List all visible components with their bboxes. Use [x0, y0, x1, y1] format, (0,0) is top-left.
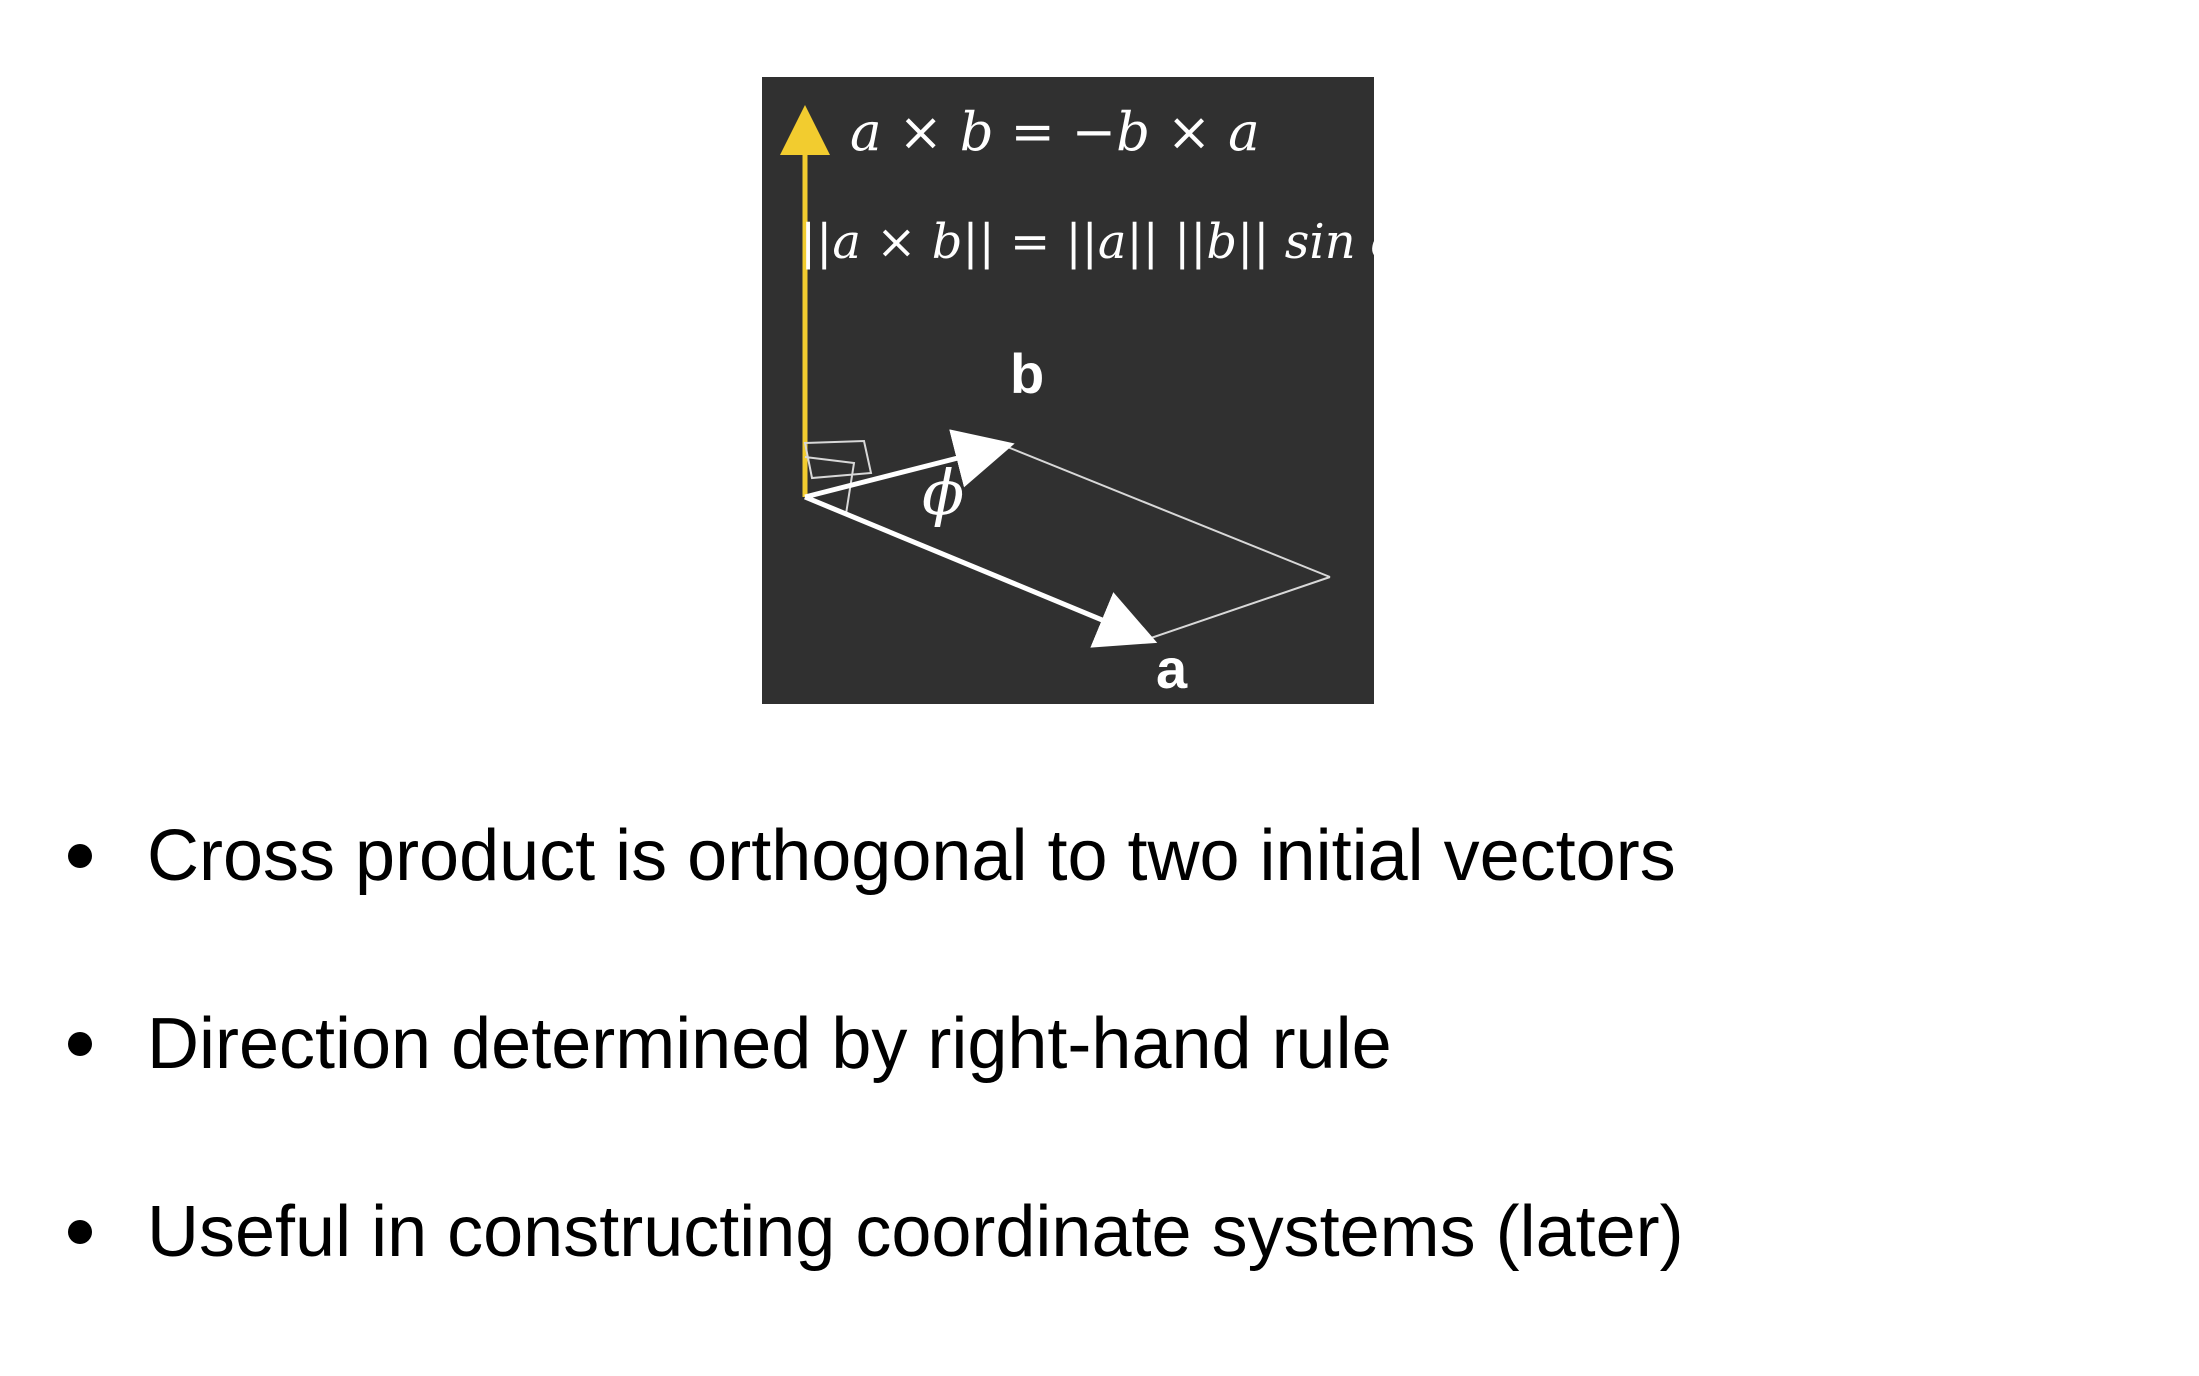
vector-b: [804, 429, 1015, 500]
bullet-text: Useful in constructing coordinate system…: [147, 1192, 1684, 1272]
bullet-text: Cross product is orthogonal to two initi…: [147, 816, 1676, 896]
cross-product-svg: a × b = −b × a ||a × b|| = ||a|| ||b|| s…: [762, 77, 1374, 704]
bullet-dot: [68, 1220, 92, 1244]
equation-anticommutative: a × b = −b × a: [850, 102, 1260, 163]
bullet-item-coordinate-systems: Useful in constructing coordinate system…: [68, 1188, 2128, 1376]
parallelogram-edge-top: [1004, 445, 1331, 578]
diagram-background: [762, 77, 1374, 704]
label-b: b: [1010, 342, 1044, 405]
bullet-item-orthogonal: Cross product is orthogonal to two initi…: [68, 812, 2128, 1000]
bullet-dot: [68, 1032, 92, 1056]
bullet-item-right-hand-rule: Direction determined by right-hand rule: [68, 1000, 2128, 1188]
right-angle-marker: [803, 439, 873, 515]
angle-label: ϕ: [922, 456, 964, 529]
bullet-dot: [68, 844, 92, 868]
label-a: a: [1156, 637, 1188, 700]
bullet-list: Cross product is orthogonal to two initi…: [68, 812, 2128, 1376]
equation-magnitude: ||a × b|| = ||a|| ||b|| sin ϕ: [800, 214, 1374, 270]
bullet-text: Direction determined by right-hand rule: [147, 1004, 1392, 1084]
cross-product-diagram: a × b = −b × a ||a × b|| = ||a|| ||b|| s…: [762, 77, 1374, 704]
vector-a: [804, 494, 1158, 648]
parallelogram-edge-right: [1147, 576, 1331, 640]
